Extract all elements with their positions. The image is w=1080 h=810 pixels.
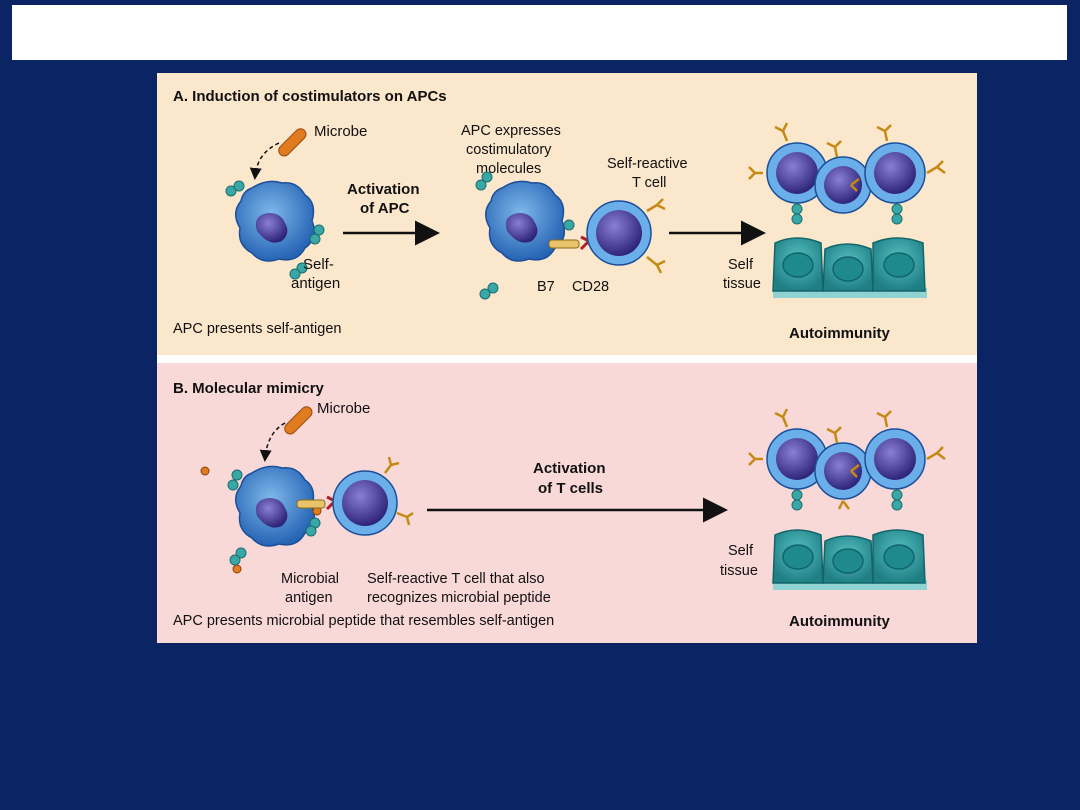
panel-b-tissue-label-line1: Self [728, 543, 754, 559]
t-cell-receptor-icon [646, 198, 666, 274]
mhc-molecule-icon [791, 489, 903, 511]
panel-a-microbe-label: Microbe [314, 123, 367, 140]
immunology-figure: A. Induction of costimulators on APCs Mi… [157, 73, 977, 643]
self-reactive-t-cell [332, 470, 398, 536]
apc-expresses-line1: APC expresses [461, 123, 561, 139]
panel-b-tissue-label-line2: tissue [720, 563, 758, 579]
panel-a-tissue-label-line1: Self [728, 257, 754, 273]
self-antigen-label-line1: Self- [303, 256, 334, 273]
t-cell-cluster [766, 142, 926, 214]
activated-apc-cell [485, 180, 566, 262]
panel-a-heading: A. Induction of costimulators on APCs [173, 88, 447, 105]
panel-a-outcome: Autoimmunity [789, 325, 890, 342]
panel-a: A. Induction of costimulators on APCs Mi… [157, 73, 977, 355]
t-cell-receptor-icon [384, 456, 414, 526]
mhc-molecule-icon [791, 203, 903, 225]
microbial-antigen-line1: Microbial [281, 571, 339, 587]
activation-apc-label-line2: of APC [360, 200, 410, 217]
b7-costimulator-icon [296, 499, 326, 509]
panel-b-microbe-label: Microbe [317, 400, 370, 417]
t-cell-receptor-icon [748, 122, 946, 192]
self-tissue-icon [772, 237, 926, 292]
b7-label: B7 [537, 279, 555, 295]
activation-t-cells-label-line1: Activation [533, 460, 606, 477]
panel-b-diagram: B. Molecular mimicry Microbe [157, 363, 977, 643]
panel-a-tissue-label-line2: tissue [723, 276, 761, 292]
slide-title-bar [12, 5, 1067, 60]
apc-expresses-line2: costimulatory [466, 142, 552, 158]
panel-b: B. Molecular mimicry Microbe [157, 363, 977, 643]
mhc-molecule-icon [225, 180, 325, 280]
tissue-basement [773, 580, 927, 590]
cd28-label: CD28 [572, 279, 609, 295]
panel-b-caption: APC presents microbial peptide that rese… [173, 613, 554, 629]
microbe-icon [278, 128, 307, 157]
panel-a-caption: APC presents self-antigen [173, 321, 341, 337]
apc-cell [235, 465, 316, 547]
panel-b-t-cell-label-line2: recognizes microbial peptide [367, 590, 551, 606]
mhc-molecule-icon [475, 171, 575, 300]
microbe-dashed-arrow [249, 142, 280, 180]
panel-b-heading: B. Molecular mimicry [173, 380, 325, 397]
t-cell-cluster [766, 428, 926, 500]
panel-a-diagram: A. Induction of costimulators on APCs Mi… [157, 73, 977, 355]
b7-costimulator-icon [548, 239, 580, 249]
activation-t-cells-label-line2: of T cells [538, 480, 603, 497]
t-cell-label-line1: Self-reactive [607, 156, 688, 172]
apc-expresses-line3: molecules [476, 161, 541, 177]
t-cell-receptor-icon [748, 408, 946, 510]
apc-cell [235, 180, 316, 262]
mhc-molecule-icon [227, 469, 321, 566]
panel-b-t-cell-label-line1: Self-reactive T cell that also [367, 571, 545, 587]
panel-b-outcome: Autoimmunity [789, 613, 890, 630]
microbial-peptide-icon [200, 466, 322, 574]
microbe-dashed-arrow [259, 422, 286, 462]
tissue-basement [773, 288, 927, 298]
microbial-antigen-line2: antigen [285, 590, 333, 606]
activation-apc-label-line1: Activation [347, 181, 420, 198]
t-cell-label-line2: T cell [632, 175, 666, 191]
microbe-icon [284, 406, 313, 435]
self-antigen-label-line2: antigen [291, 275, 340, 292]
self-reactive-t-cell [586, 200, 652, 266]
self-tissue-icon [772, 529, 926, 584]
